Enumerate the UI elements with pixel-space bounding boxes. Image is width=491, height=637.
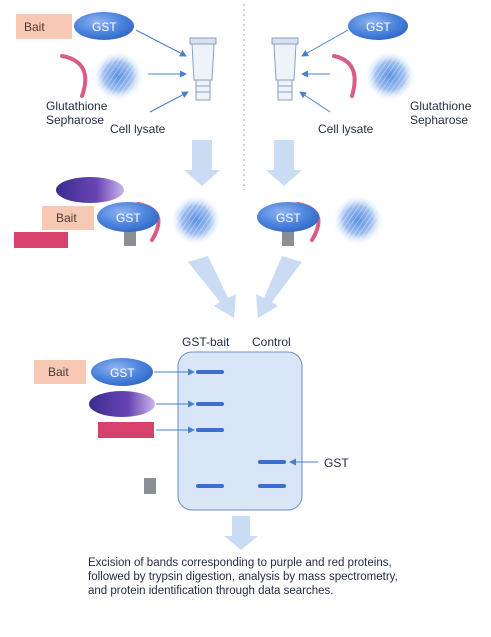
- gst-ellipse-complex: [97, 202, 159, 232]
- gst-label-complex: GST: [116, 211, 141, 225]
- right-gst: GST: [348, 12, 408, 40]
- gel-band-control-gst: [258, 460, 286, 464]
- bait-box-legend: [34, 360, 86, 384]
- gel-band-gst-bait: [196, 370, 224, 374]
- flow-arrow-left-2: [188, 256, 236, 318]
- gel-band-control-grey: [258, 484, 286, 488]
- bait-label-complex: Bait: [56, 211, 77, 225]
- lane-label-gst-bait: GST-bait: [182, 335, 230, 349]
- gst-label: GST: [92, 20, 117, 34]
- lane-label-control: Control: [252, 335, 291, 349]
- left-bait-gst-fusion: Bait GST: [16, 12, 134, 40]
- gst-ellipse-right: [348, 12, 408, 40]
- glutathione-arc-right: [332, 54, 357, 98]
- purple-protein: [56, 177, 124, 203]
- gel: [177, 351, 303, 511]
- gst-ellipse: [74, 12, 134, 40]
- purple-protein-legend: [89, 391, 155, 417]
- bait-box-complex: [42, 206, 94, 230]
- caption: Excision of bands corresponding to purpl…: [88, 557, 398, 597]
- cell-lysate-label-left: Cell lysate: [110, 122, 166, 136]
- cell-lysate-label-right: Cell lysate: [318, 122, 374, 136]
- left-complex: Bait GST: [14, 177, 222, 248]
- gst-ellipse-legend: [91, 358, 153, 386]
- gst-label-right: GST: [366, 20, 391, 34]
- gst-band-label: GST: [324, 456, 349, 470]
- glutathione-label-left-2: Sepharose: [46, 113, 104, 127]
- glutathione-arc: [60, 54, 88, 98]
- gst-ellipse-complex-right: [257, 202, 319, 232]
- right-complex: GST: [257, 194, 384, 246]
- bait-box: [16, 14, 72, 39]
- flow-arrow-right-2: [256, 256, 302, 318]
- gel-band-red: [196, 428, 224, 432]
- grey-protein-legend: [144, 478, 156, 494]
- glutathione-label-right-1: Glutathione: [410, 99, 472, 113]
- flow-arrow-left-1: [184, 140, 220, 186]
- flow-arrow-right-1: [266, 140, 302, 186]
- bait-label: Bait: [24, 20, 45, 34]
- right-tube: [271, 37, 299, 101]
- gst-label-legend: GST: [110, 366, 135, 380]
- flow-arrow-bottom: [224, 516, 258, 550]
- left-tube: [189, 37, 217, 101]
- glutathione-label-left-1: Glutathione: [46, 99, 108, 113]
- gel-band-grey: [196, 484, 224, 488]
- left-glutathione-bead: [60, 50, 144, 102]
- grey-protein: [124, 228, 136, 246]
- grey-protein-right: [282, 228, 294, 246]
- gel-band-purple: [196, 402, 224, 406]
- right-glutathione-bead: [332, 50, 416, 102]
- glutathione-label-right-2: Sepharose: [410, 113, 468, 127]
- gst-label-complex-right: GST: [276, 211, 301, 225]
- red-protein-legend: [98, 422, 154, 438]
- bait-label-legend: Bait: [48, 365, 69, 379]
- red-protein: [14, 232, 68, 248]
